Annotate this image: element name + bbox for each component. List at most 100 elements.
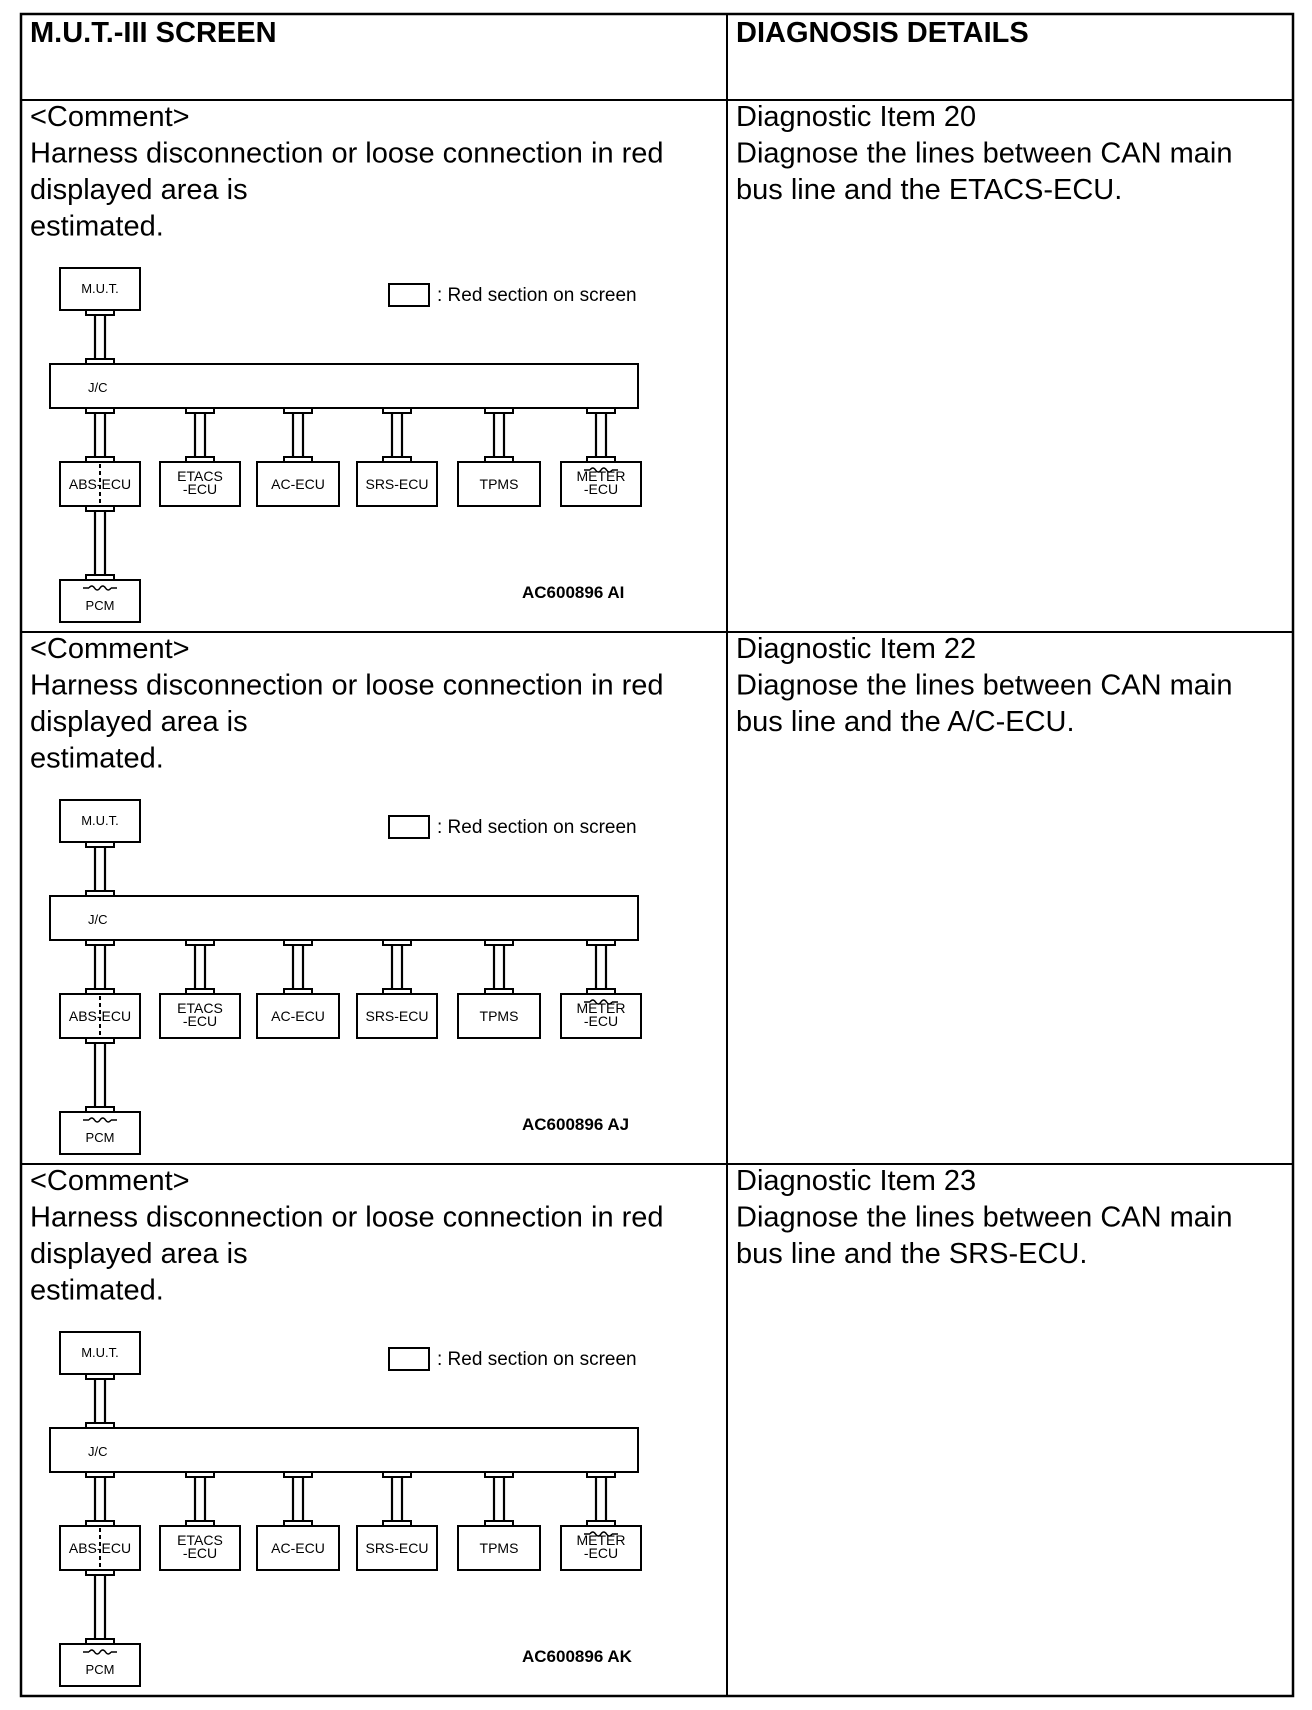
ecu-label: -ECU xyxy=(584,481,618,497)
comment-text: Harness disconnection or loose connectio… xyxy=(30,138,664,170)
connector-cap xyxy=(382,939,412,946)
legend-text: : Red section on screen xyxy=(437,1349,637,1370)
ecu-label: AC-ECU xyxy=(271,1540,325,1556)
pcm-label: PCM xyxy=(86,1130,115,1145)
connector-cap xyxy=(484,939,514,946)
ecu-box xyxy=(59,461,141,507)
ecu-label: METER xyxy=(577,1532,626,1548)
table-border xyxy=(19,12,1295,1698)
ecu-label: METER xyxy=(577,468,626,484)
connector-cap xyxy=(85,1471,115,1478)
ecu-label: ABS-ECU xyxy=(69,1540,131,1556)
connector-cap xyxy=(586,1471,616,1478)
ecu-box xyxy=(159,993,241,1039)
ecu-box xyxy=(159,461,241,507)
jc-bus-bar xyxy=(49,895,639,941)
ecu-box xyxy=(356,461,438,507)
ecu-box xyxy=(457,993,541,1039)
figure-code: AC600896 AJ xyxy=(522,1115,629,1134)
connector-cap xyxy=(586,407,616,414)
ecu-label: SRS-ECU xyxy=(365,1008,428,1024)
connector-cap xyxy=(382,407,412,414)
mut-label: M.U.T. xyxy=(81,813,119,828)
resistor-icon xyxy=(589,999,613,1005)
comment-text: <Comment> xyxy=(30,633,190,665)
ecu-box xyxy=(356,993,438,1039)
legend-text: : Red section on screen xyxy=(437,285,637,306)
legend-text: : Red section on screen xyxy=(437,817,637,838)
mut-label: M.U.T. xyxy=(81,281,119,296)
comment-text: estimated. xyxy=(30,211,164,243)
diagnosis-text: Diagnostic Item 20 xyxy=(736,101,976,133)
diagnosis-text: bus line and the A/C-ECU. xyxy=(736,706,1075,738)
jc-label: J/C xyxy=(88,1444,108,1459)
ecu-label: -ECU xyxy=(183,1013,217,1029)
legend-swatch xyxy=(388,815,430,839)
jc-label: J/C xyxy=(88,380,108,395)
connector-cap xyxy=(85,1037,115,1044)
ecu-box xyxy=(256,461,340,507)
resistor-icon xyxy=(589,1531,613,1537)
figure-code: AC600896 AI xyxy=(522,583,624,602)
resistor-icon xyxy=(88,585,112,591)
comment-text: Harness disconnection or loose connectio… xyxy=(30,1202,664,1234)
comment-text: displayed area is xyxy=(30,706,248,738)
pcm-label: PCM xyxy=(86,598,115,613)
comment-text: Harness disconnection or loose connectio… xyxy=(30,670,664,702)
pcm-box xyxy=(59,579,141,623)
ecu-box xyxy=(159,1525,241,1571)
ecu-label: SRS-ECU xyxy=(365,1540,428,1556)
comment-text: <Comment> xyxy=(30,101,190,133)
connector-cap xyxy=(484,407,514,414)
connector-cap xyxy=(283,939,313,946)
diagnosis-text: Diagnose the lines between CAN main xyxy=(736,670,1233,702)
connector-cap xyxy=(283,1471,313,1478)
comment-text: <Comment> xyxy=(30,1165,190,1197)
ecu-label: TPMS xyxy=(480,1540,519,1556)
diagnosis-text: bus line and the SRS-ECU. xyxy=(736,1238,1087,1270)
resistor-icon xyxy=(589,467,613,473)
comment-text: displayed area is xyxy=(30,1238,248,1270)
jc-bus-bar xyxy=(49,363,639,409)
connector-cap xyxy=(586,939,616,946)
legend-swatch xyxy=(388,1347,430,1371)
diagnosis-text: Diagnostic Item 23 xyxy=(736,1165,976,1197)
diagnosis-text: bus line and the ETACS-ECU. xyxy=(736,174,1122,206)
ecu-box xyxy=(59,993,141,1039)
ecu-box xyxy=(356,1525,438,1571)
diagnosis-text: Diagnose the lines between CAN main xyxy=(736,138,1233,170)
connector-cap xyxy=(85,1569,115,1576)
connector-cap xyxy=(185,939,215,946)
ecu-label: SRS-ECU xyxy=(365,476,428,492)
ecu-label: -ECU xyxy=(584,1545,618,1561)
jc-bus-bar xyxy=(49,1427,639,1473)
ecu-label: ABS-ECU xyxy=(69,1008,131,1024)
comment-text: estimated. xyxy=(30,743,164,775)
connector-cap xyxy=(85,407,115,414)
connector-cap xyxy=(283,407,313,414)
connector-cap xyxy=(85,309,115,316)
connector-cap xyxy=(85,505,115,512)
ecu-label: -ECU xyxy=(183,1545,217,1561)
connector-cap xyxy=(85,939,115,946)
pcm-label: PCM xyxy=(86,1662,115,1677)
ecu-box xyxy=(256,1525,340,1571)
jc-label: J/C xyxy=(88,912,108,927)
connector-cap xyxy=(484,1471,514,1478)
connector-cap xyxy=(85,841,115,848)
ecu-box xyxy=(560,1525,642,1571)
connector-cap xyxy=(382,1471,412,1478)
ecu-box xyxy=(256,993,340,1039)
column-header-screen: M.U.T.-III SCREEN xyxy=(30,17,277,49)
ecu-label: -ECU xyxy=(183,481,217,497)
ecu-box xyxy=(457,1525,541,1571)
ecu-box xyxy=(457,461,541,507)
ecu-label: ETACS xyxy=(177,468,223,484)
diagnosis-text: Diagnostic Item 22 xyxy=(736,633,976,665)
legend-swatch xyxy=(388,283,430,307)
connector-cap xyxy=(185,1471,215,1478)
